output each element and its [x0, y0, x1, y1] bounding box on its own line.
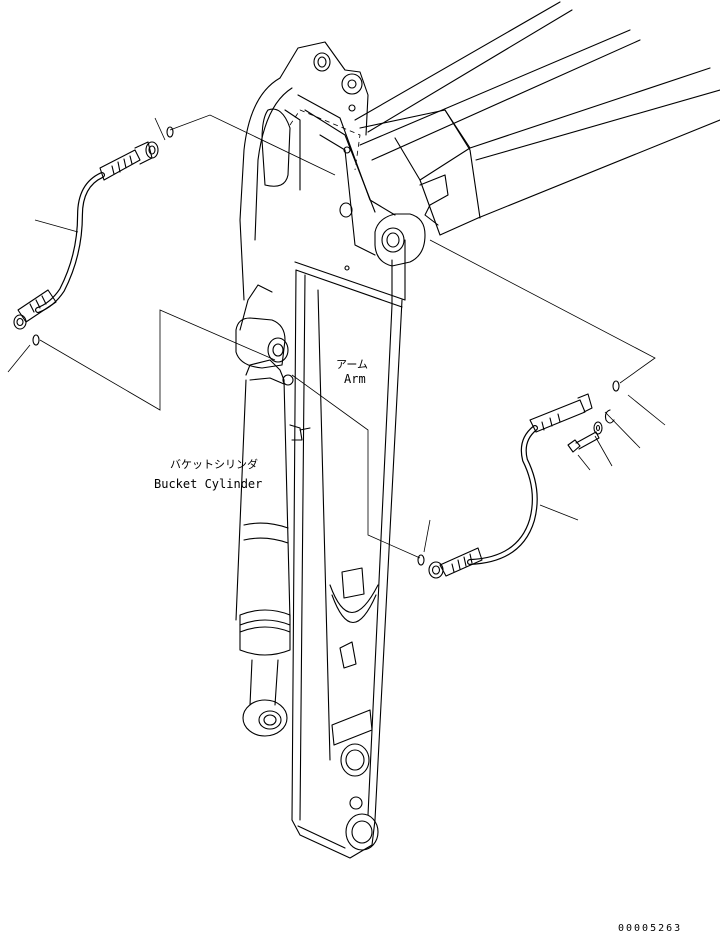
drawing-code: 00005263 [618, 923, 682, 934]
left-hose-assembly [13, 126, 174, 346]
right-hose-assembly [417, 380, 620, 579]
bolt-icon [567, 431, 600, 453]
bucket-cylinder-label-jp: バケットシリンダ [170, 457, 258, 471]
arm-label-jp: アーム [336, 358, 368, 371]
washer-icon [593, 421, 603, 435]
clip-icon [604, 409, 615, 424]
callout-lines [7, 114, 666, 559]
bucket-cylinder [235, 284, 294, 737]
arm-label-en: Arm [344, 372, 366, 386]
arm-structure [239, 41, 406, 859]
boom-structure [354, 1, 720, 267]
bucket-cylinder-label-en: Bucket Cylinder [154, 477, 262, 491]
